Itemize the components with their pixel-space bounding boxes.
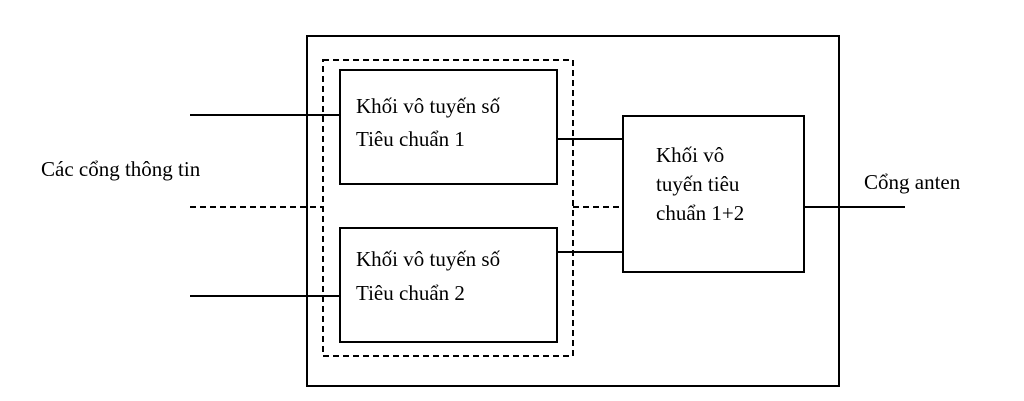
info-ports-label: Các cổng thông tin xyxy=(41,157,201,181)
combiner-block-line1: Khối vô xyxy=(656,143,724,167)
combiner-block-line2: tuyến tiêu xyxy=(656,172,740,196)
radio-block-2-line2: Tiêu chuẩn 2 xyxy=(356,281,465,305)
radio-block-1-line2: Tiêu chuẩn 1 xyxy=(356,127,465,151)
combiner-block-line3: chuẩn 1+2 xyxy=(656,201,744,225)
radio-block-1-box xyxy=(339,69,558,185)
outer-enclosure-box xyxy=(306,35,840,387)
radio-block-2-box xyxy=(339,227,558,343)
radio-block-1-line1: Khối vô tuyến số xyxy=(356,94,501,118)
antenna-port-label: Cổng anten xyxy=(864,170,961,194)
combiner-block-box xyxy=(622,115,805,273)
radio-block-2-line1: Khối vô tuyến số xyxy=(356,247,501,271)
